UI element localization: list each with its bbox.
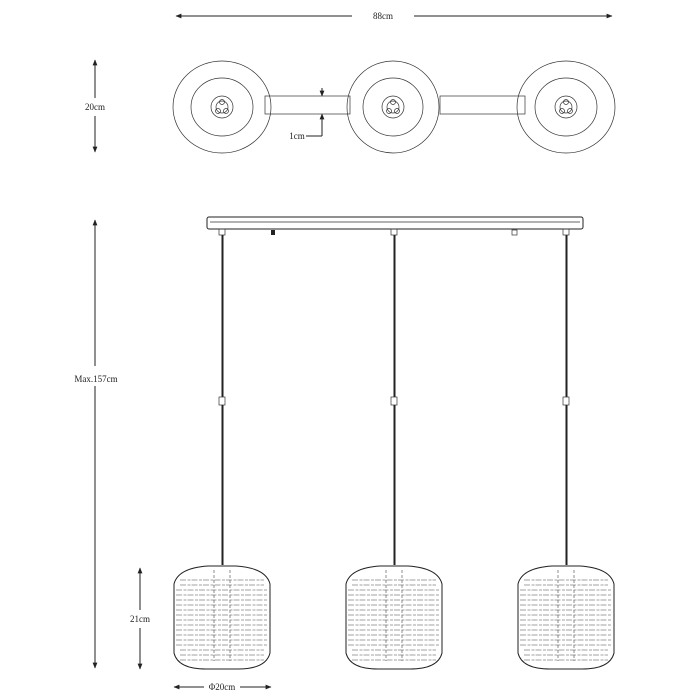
shade-outline xyxy=(517,565,615,670)
canopy-disc xyxy=(172,60,272,154)
lamp-shade xyxy=(173,565,271,670)
top-view-bar-left xyxy=(264,95,351,115)
max-height-dimension: Max.157cm xyxy=(74,219,118,669)
lamp-shade xyxy=(517,565,615,670)
top-view-bar-right xyxy=(439,95,526,115)
canopy-screw xyxy=(511,229,518,236)
canopy-disc xyxy=(516,60,616,154)
total-width-dimension: 88cm xyxy=(175,11,613,21)
pendant-3 xyxy=(562,228,570,565)
shade-outline xyxy=(345,565,443,670)
canopy-depth-dimension: 20cm xyxy=(85,59,105,153)
shade-diameter-label: Φ20cm xyxy=(209,682,236,692)
max-height-label: Max.157cm xyxy=(74,374,117,384)
canopy-bar xyxy=(206,216,584,230)
canopy-disc xyxy=(346,60,440,154)
bar-thickness-label: 1cm xyxy=(289,131,305,141)
shade-outline xyxy=(173,565,271,670)
top-view: 1cm xyxy=(172,60,616,154)
pendant-1 xyxy=(218,228,226,565)
shade-height-label: 21cm xyxy=(130,614,150,624)
canopy-depth-label: 20cm xyxy=(85,102,105,112)
front-view xyxy=(173,216,615,670)
canopy-screw xyxy=(271,230,275,235)
lamp-shade xyxy=(345,565,443,670)
total-width-label: 88cm xyxy=(373,11,393,21)
shades-group xyxy=(173,565,615,670)
shade-height-dimension: 21cm xyxy=(130,567,150,670)
shade-diameter-dimension: Φ20cm xyxy=(173,682,272,692)
bar-thickness-dimension: 1cm xyxy=(289,88,325,141)
pendant-2 xyxy=(390,228,398,565)
